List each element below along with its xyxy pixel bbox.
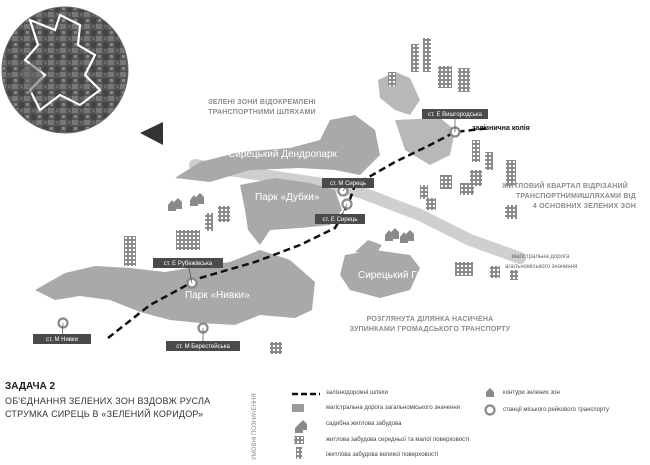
private-house xyxy=(190,193,204,206)
building-block xyxy=(176,230,200,250)
saturated-note: РОЗГЛЯНУТА ДІЛЯНКА НАСИЧЕНА ЗУПИНКАМИ ГР… xyxy=(350,316,511,333)
legend-green-contours-symbol xyxy=(486,388,494,397)
aerial-inset-border xyxy=(1,6,129,134)
park-dubky xyxy=(240,178,342,245)
building-block xyxy=(506,160,516,186)
green-patch-east xyxy=(395,118,455,165)
park-dendropark xyxy=(175,115,380,182)
park-nyvky xyxy=(35,250,315,325)
legend-mid-rise-label: житлова забудова середньої та малої пове… xyxy=(326,437,470,443)
station-label-box-vyshhorodska xyxy=(422,109,488,119)
legend-high-rise-symbol xyxy=(296,447,302,459)
park-label-nyvky: Парк «Нивки» xyxy=(185,290,250,301)
building-block xyxy=(510,270,518,280)
station-label-m-syrets: ст. М Сирець xyxy=(330,181,366,187)
saturated-note-line: РОЗГЛЯНУТА ДІЛЯНКА НАСИЧЕНА xyxy=(367,316,494,323)
building-block xyxy=(485,152,493,170)
building-block xyxy=(438,66,452,88)
building-block xyxy=(470,170,482,186)
buildings-layer xyxy=(124,38,518,354)
road-note-line: магістральна дорога xyxy=(512,254,570,260)
private-house xyxy=(400,230,414,243)
pointer-triangle xyxy=(140,122,163,145)
building-block xyxy=(440,175,452,189)
park-label-dendropark: Сирецький Дендропарк xyxy=(228,149,338,160)
legend-road-symbol xyxy=(292,404,304,412)
station-label-box-rubezhivska xyxy=(153,258,223,268)
building-block xyxy=(426,198,436,210)
building-block xyxy=(472,140,480,162)
park-syrets-gai xyxy=(340,250,420,298)
private-house xyxy=(168,198,182,211)
legend-rail-stations-label: станції міського рейкового транспорту xyxy=(503,407,610,413)
building-block xyxy=(205,213,213,231)
legend-title: УМОВНІ ПОЗНАЧЕННЯ xyxy=(252,393,258,460)
building-block xyxy=(411,44,419,72)
building-block xyxy=(218,206,230,222)
station-label-box-e-syrets xyxy=(315,214,365,224)
green-zones-note-line: ТРАНСПОРТНИМИ ШЛЯХАМИ xyxy=(208,109,315,116)
arterial-road xyxy=(189,159,526,264)
building-block xyxy=(388,72,396,86)
station-label-m-nyvky: ст. М Нивки xyxy=(46,337,78,343)
legend-private-housing-symbol xyxy=(295,420,307,433)
legend-mid-rise-symbol xyxy=(294,436,304,444)
station-label-box-m-syrets xyxy=(322,178,374,188)
building-block xyxy=(458,68,470,92)
legend-rail-stations-symbol xyxy=(484,404,496,416)
residential-note: ЖИТЛОВИЙ КВАРТАЛ ВІДРІЗАНИЙ ТРАНСПОРТНИМ… xyxy=(501,181,636,210)
aerial-inset xyxy=(2,7,128,133)
building-block xyxy=(460,183,474,195)
residential-note-line: ТРАНСПОРТНИМИШЛЯХАМИ ВІД xyxy=(516,193,636,200)
station-label-e-syrets: ст. Е Сирець xyxy=(322,217,357,223)
building-block xyxy=(270,342,282,354)
legend-railway-label: залізнодорожні шляхи xyxy=(326,390,388,396)
park-label-syrets-gai: Сирецький Гай xyxy=(358,270,427,281)
station-label-rubezhivska: ст. Е Рубежівська xyxy=(164,261,213,267)
station-label-box-m-nyvky xyxy=(33,334,91,344)
legend-road-label: магістральна дорога загальноміського зна… xyxy=(326,405,460,411)
legend-high-rise-label: іжитлова забудова великої поверховості xyxy=(326,452,439,458)
park-syrets-gai-arm xyxy=(355,240,382,255)
task-title: ЗАДАЧА 2 xyxy=(5,381,56,392)
green-zones-note: ЗЕЛЕНІ ЗОНИ ВІДОКРЕМЛЕНІ ТРАНСПОРТНИМИ Ш… xyxy=(208,99,316,116)
private-house xyxy=(385,228,399,241)
legend-green-contours-label: контури зелених зон xyxy=(503,390,560,396)
station-label-vyshhorodska: ст. Е Вишгородська xyxy=(428,112,483,118)
stations-layer: ст. Е Вишгородська ст. М Сирець ст. Е Сире… xyxy=(33,109,488,351)
station-label-m-berestejska: ст. М Берестейська xyxy=(176,343,230,350)
green-patch-north xyxy=(378,72,420,115)
building-block xyxy=(505,205,517,219)
building-block xyxy=(490,266,500,278)
residential-note-line: 4 ОСНОВНИХ ЗЕЛЕНИХ ЗОН xyxy=(533,203,636,210)
building-block xyxy=(124,236,136,266)
saturated-note-line: ЗУПИНКАМИ ГРОМАДСЬКОГО ТРАНСПОРТУ xyxy=(350,326,511,333)
station-label-box-m-berestejska xyxy=(166,341,240,351)
legend-private-housing-label: садибна житлова забудова xyxy=(326,421,402,427)
building-block xyxy=(455,262,473,276)
task-description: ОБ'ЄДНАННЯ ЗЕЛЕНИХ ЗОН ВЗДОВЖ РУСЛА СТРУ… xyxy=(5,396,211,419)
building-block xyxy=(420,185,428,199)
railway-label: залізнична колія xyxy=(472,124,530,132)
residential-note-line: ЖИТЛОВИЙ КВАРТАЛ ВІДРІЗАНИЙ xyxy=(501,181,628,190)
road-note: магістральна дорога агальноміського знач… xyxy=(505,254,577,270)
green-zones-note-line: ЗЕЛЕНІ ЗОНИ ВІДОКРЕМЛЕНІ xyxy=(208,99,316,106)
park-label-dubky: Парк «Дубки» xyxy=(255,191,320,203)
road-note-line: агальноміського значення xyxy=(505,264,577,270)
building-block xyxy=(423,38,431,72)
